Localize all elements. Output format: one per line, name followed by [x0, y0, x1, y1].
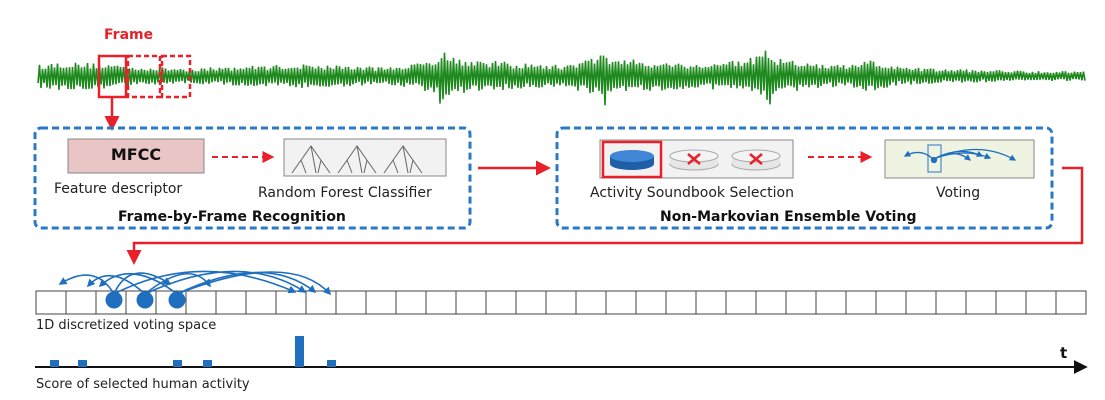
voting-space	[35, 270, 1087, 315]
classifier-caption: Random Forest Classifier	[258, 185, 432, 201]
voting-to-space-arrow	[126, 166, 1084, 265]
voting-cell	[755, 290, 787, 315]
vote-source-2	[136, 291, 154, 309]
score-caption: Score of selected human activity	[36, 377, 250, 392]
voting-cell	[365, 290, 397, 315]
forest-trees-icon	[291, 145, 423, 174]
mfcc-label: MFCC	[110, 145, 162, 164]
voting-space-caption: 1D discretized voting space	[36, 318, 217, 333]
voting-cell	[1055, 290, 1087, 315]
mfcc-box	[67, 138, 205, 174]
selected-soundbook-highlight	[601, 140, 663, 179]
voting-cell	[215, 290, 247, 315]
voting-cell	[935, 290, 967, 315]
voting-cell	[815, 290, 847, 315]
recognition-stage-border	[33, 126, 472, 230]
voting-cell	[785, 290, 817, 315]
voting-cell	[485, 290, 517, 315]
voting-cell	[185, 290, 217, 315]
voting-cell	[605, 290, 637, 315]
frame-windows	[97, 54, 192, 131]
voting-cell	[245, 290, 277, 315]
voting-cell	[65, 290, 97, 315]
voting-cell	[335, 290, 367, 315]
voting-cell	[275, 290, 307, 315]
voting-cell	[905, 290, 937, 315]
recognition-stage-title: Frame-by-Frame Recognition	[118, 209, 346, 225]
rejected-soundbook-icon-2	[731, 149, 781, 171]
voting-caption: Voting	[936, 185, 981, 201]
soundbook-caption: Activity Soundbook Selection	[590, 185, 794, 201]
voting-cell	[695, 290, 727, 315]
voting-cell	[395, 290, 427, 315]
voting-cell	[545, 290, 577, 315]
vote-arcs	[58, 270, 332, 296]
voting-cell	[665, 290, 697, 315]
selected-soundbook-icon	[610, 150, 654, 170]
frame-box-next	[126, 54, 162, 99]
time-axis-label: t	[1060, 344, 1068, 362]
voting-cell	[455, 290, 487, 315]
voting-cell	[965, 290, 997, 315]
rejected-soundbook-icon	[669, 149, 719, 171]
score-bar	[78, 360, 87, 367]
feature-descriptor-caption: Feature descriptor	[54, 181, 183, 197]
voting-space-cells	[35, 290, 1087, 315]
voting-cell	[875, 290, 907, 315]
voting-stage	[126, 126, 1084, 265]
recognition-stage	[33, 126, 551, 230]
voting-cell	[425, 290, 457, 315]
voting-cell	[845, 290, 877, 315]
voting-cell	[1025, 290, 1057, 315]
score-bar	[173, 360, 182, 367]
voting-cell	[995, 290, 1027, 315]
score-bar	[327, 360, 336, 367]
vote-source-1	[105, 291, 123, 309]
score-plot	[35, 336, 1088, 374]
waveform-trace	[37, 50, 1086, 106]
voting-cell	[35, 290, 67, 315]
audio-waveform	[37, 50, 1086, 106]
voting-cell	[515, 290, 547, 315]
voting-cell	[725, 290, 757, 315]
score-bar	[203, 360, 212, 367]
voting-cell	[575, 290, 607, 315]
frame-box-next-2	[160, 54, 192, 99]
voting-cell	[305, 290, 337, 315]
voting-box	[884, 139, 1035, 179]
score-bar	[50, 360, 59, 367]
voting-mini-icon	[903, 144, 1017, 173]
frame-label: Frame	[104, 27, 154, 43]
voting-stage-title: Non-Markovian Ensemble Voting	[660, 209, 917, 225]
score-bar-peak	[295, 336, 304, 367]
vote-source-3	[168, 291, 186, 309]
voting-cell	[635, 290, 667, 315]
voting-stage-border	[555, 126, 1054, 230]
